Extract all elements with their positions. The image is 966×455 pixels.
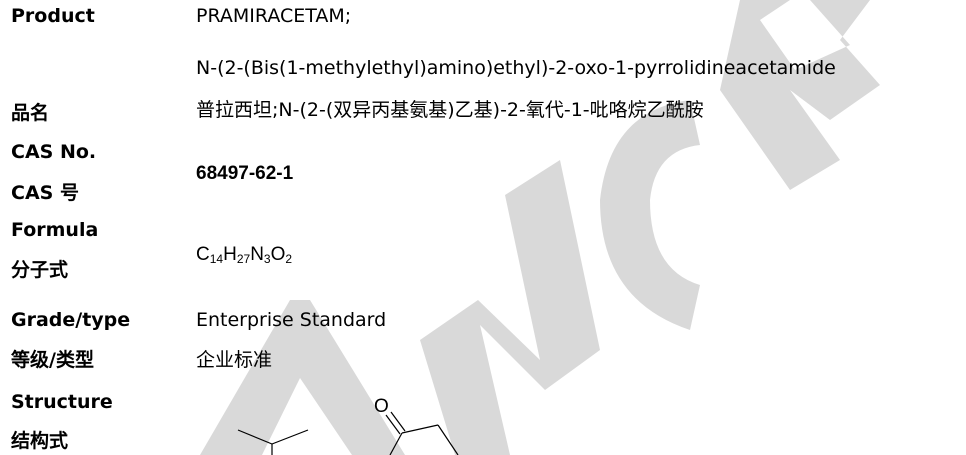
product-name-line2: N-(2-(Bis(1-methylethyl)amino)ethyl)-2-o… — [196, 57, 836, 79]
grade-label-en: Grade/type — [11, 309, 131, 331]
bond-line — [271, 429, 309, 445]
structure-label-en: Structure — [11, 391, 113, 413]
bond-line — [437, 424, 459, 455]
bond-line — [389, 432, 403, 455]
product-name-line1: PRAMIRACETAM; — [196, 5, 352, 27]
grade-label-cn: 等级/类型 — [11, 349, 94, 371]
formula-count: 3 — [263, 252, 271, 266]
formula-element: O — [270, 244, 286, 265]
formula-element: N — [250, 244, 264, 265]
product-cn-value: 普拉西坦;N-(2-(双异丙基氨基)乙基)-2-氧代-1-吡咯烷乙酰胺 — [196, 99, 704, 121]
cas-label-cn: CAS 号 — [11, 182, 79, 204]
bond-line — [237, 429, 273, 445]
product-label: Product — [11, 5, 95, 27]
grade-value-cn: 企业标准 — [196, 349, 273, 371]
molecular-formula: C14H27N3O2 — [196, 243, 292, 271]
grade-value-en: Enterprise Standard — [196, 309, 387, 331]
bond-line — [385, 414, 401, 435]
bond-line — [390, 411, 406, 432]
formula-label-en: Formula — [11, 219, 99, 241]
cas-label-en: CAS No. — [11, 141, 97, 163]
bond-line — [401, 424, 439, 434]
formula-element: C — [196, 244, 210, 265]
formula-label-cn: 分子式 — [11, 259, 69, 281]
formula-count: 2 — [285, 252, 293, 266]
formula-count: 14 — [209, 252, 224, 266]
product-cn-label: 品名 — [11, 102, 50, 124]
formula-element: H — [223, 244, 237, 265]
cas-number: 68497-62-1 — [196, 163, 294, 184]
formula-count: 27 — [236, 252, 251, 266]
structure-label-cn: 结构式 — [11, 430, 69, 452]
oxygen-atom-label: O — [374, 396, 389, 417]
structure-diagram: O — [237, 396, 459, 455]
